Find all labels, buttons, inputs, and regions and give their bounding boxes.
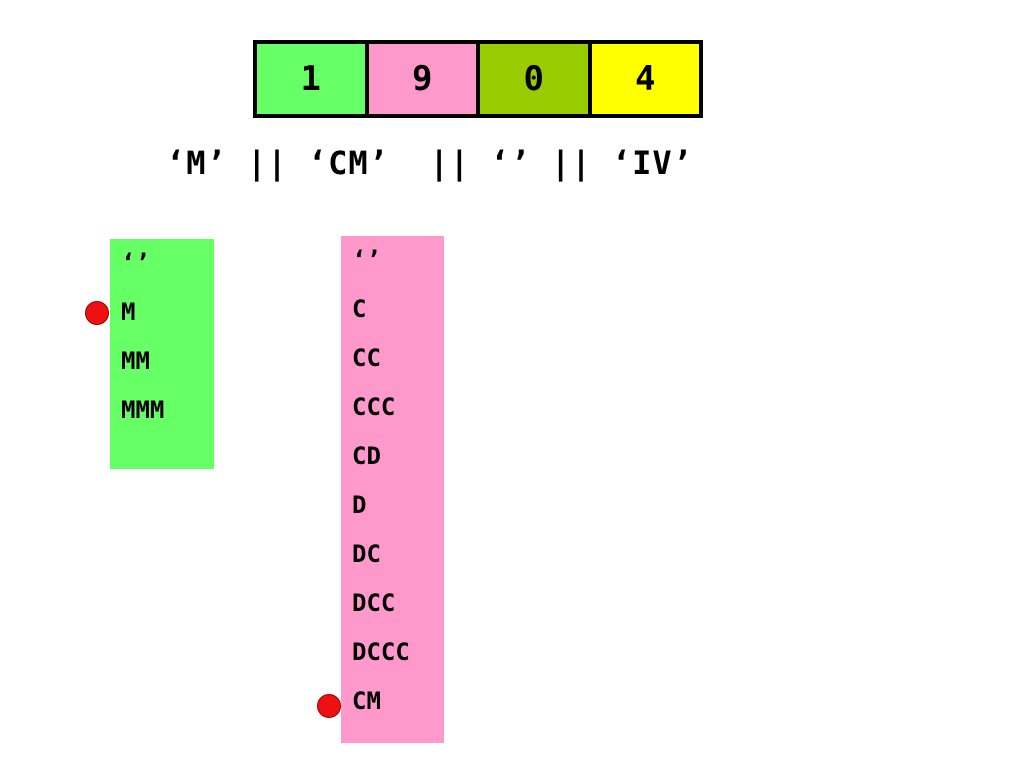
thousands-item: M bbox=[121, 298, 136, 326]
hundreds-item: CD bbox=[352, 442, 381, 470]
hundreds-item: DC bbox=[352, 540, 381, 568]
thousands-item: MMM bbox=[121, 396, 165, 424]
hundreds-item: D bbox=[352, 491, 367, 519]
digit-boxes: 1 9 0 4 bbox=[253, 40, 703, 118]
hundreds-item: ‘’ bbox=[352, 246, 381, 274]
hundreds-item: CCC bbox=[352, 393, 396, 421]
hundreds-item: CC bbox=[352, 344, 381, 372]
hundreds-item: DCC bbox=[352, 589, 396, 617]
hundreds-item: DCCC bbox=[352, 638, 410, 666]
digit-ones: 4 bbox=[591, 44, 699, 114]
digit-tens: 0 bbox=[480, 44, 592, 114]
thousands-item: MM bbox=[121, 347, 150, 375]
selected-marker-hundreds bbox=[317, 694, 341, 718]
hundreds-column: ‘’ C CC CCC CD D DC DCC DCCC CM bbox=[341, 236, 444, 743]
digit-thousands: 1 bbox=[257, 44, 369, 114]
thousands-column: ‘’ M MM MMM bbox=[110, 239, 214, 469]
hundreds-item: CM bbox=[352, 687, 381, 715]
digit-hundreds: 9 bbox=[368, 44, 480, 114]
thousands-item: ‘’ bbox=[121, 249, 150, 277]
hundreds-item: C bbox=[352, 295, 367, 323]
selected-marker-thousands bbox=[85, 301, 109, 325]
concatenation-expression: ‘M’ || ‘CM’ || ‘’ || ‘IV’ bbox=[166, 144, 693, 182]
